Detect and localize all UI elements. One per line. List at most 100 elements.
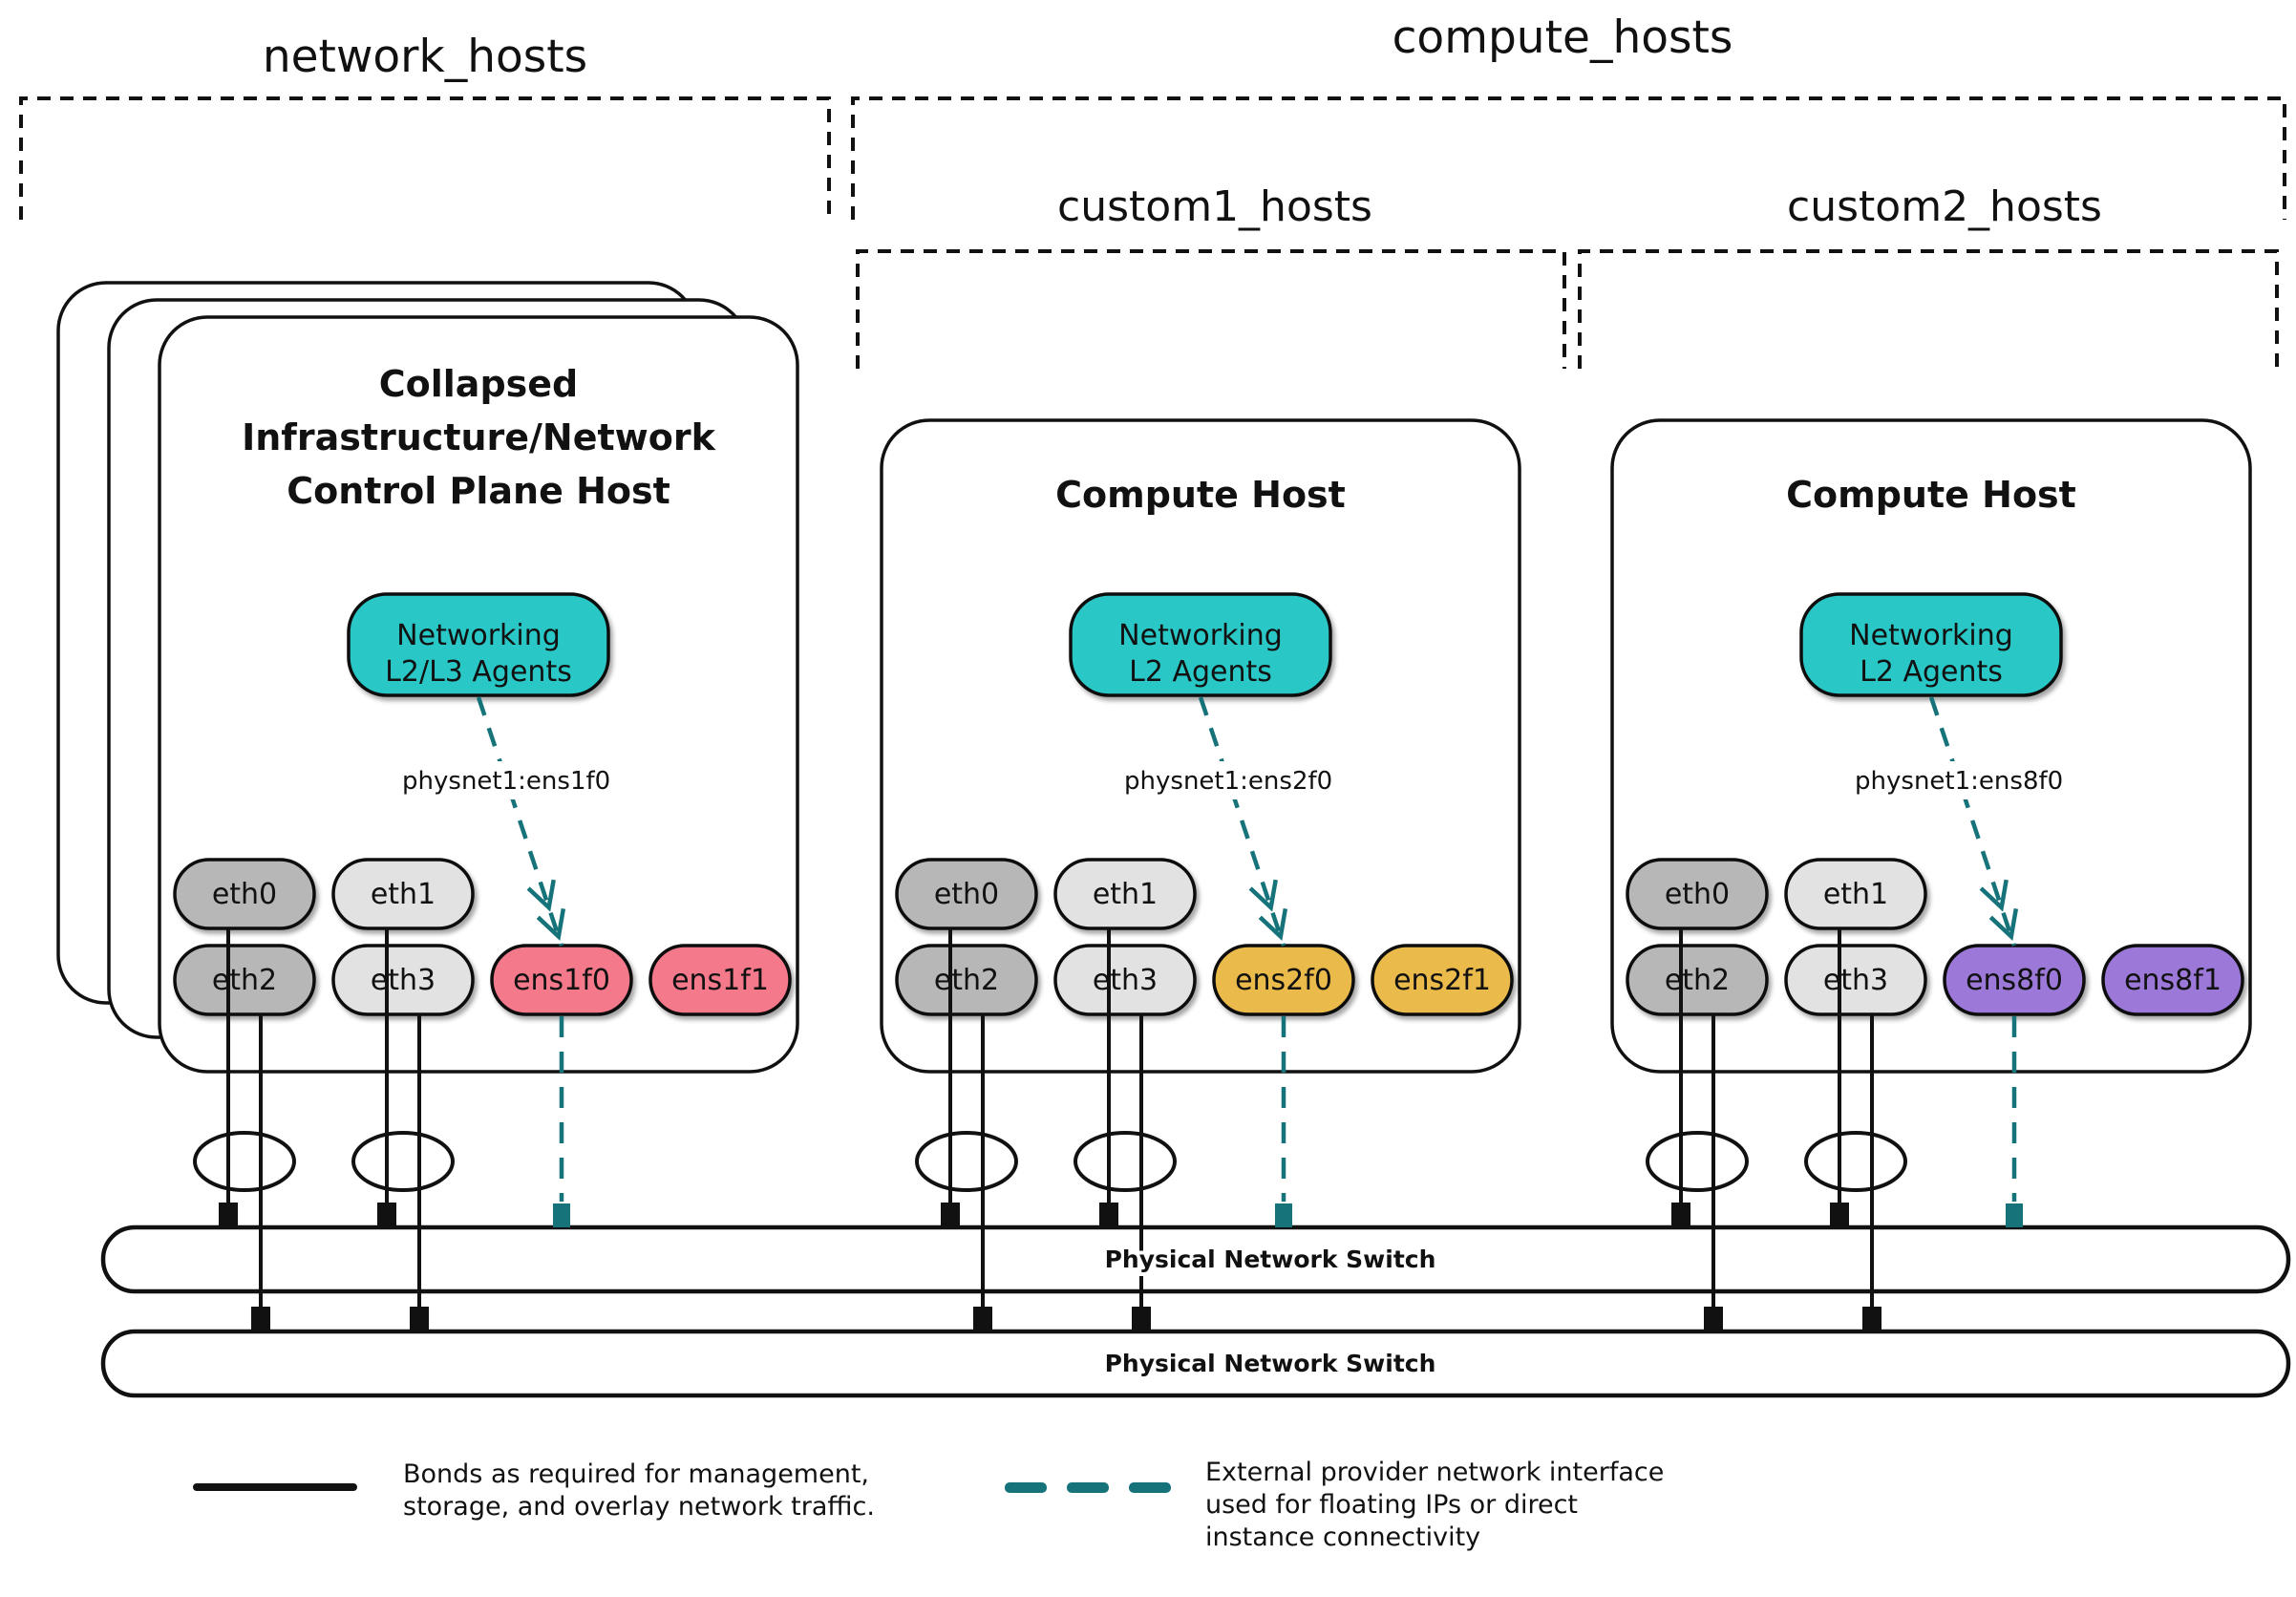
host-title: Compute Host	[1786, 474, 2076, 516]
switch2-connector	[1862, 1307, 1881, 1331]
nic-pill-label: ens8f0	[1966, 964, 2063, 997]
physnet-mapping-label: physnet1:ens1f0	[402, 767, 610, 796]
nic-pill-label: eth2	[1665, 964, 1730, 997]
switch2-connector	[1704, 1307, 1723, 1331]
switch1-connector	[1671, 1203, 1690, 1227]
legend-provider-dash-sample	[1005, 1482, 1047, 1493]
networking-agents-label: L2 Agents	[1129, 655, 1272, 689]
physnet-label-mask	[1842, 761, 2076, 799]
bond-ellipse	[1074, 1131, 1177, 1192]
switch-label: Physical Network Switch	[1105, 1246, 1436, 1273]
provider-arrow-line	[476, 696, 564, 947]
nic-pill-eth3	[1784, 944, 1927, 1016]
provider-arrowhead	[1258, 908, 1288, 942]
networking-agents-label: Networking	[1849, 619, 2013, 652]
provider-arrowhead	[536, 908, 566, 942]
host-title: Compute Host	[1055, 474, 1346, 516]
nic-pill-label: ens1f0	[513, 964, 610, 997]
physnet-label-mask	[390, 761, 624, 799]
group-label: compute_hosts	[1392, 11, 1733, 64]
host-box	[1610, 418, 2252, 1074]
legend-bond-text: storage, and overlay network traffic.	[403, 1492, 875, 1522]
nic-pill-ens1f1	[648, 944, 792, 1016]
nic-pill-eth0	[173, 858, 316, 930]
networking-agents-box	[1799, 592, 2063, 697]
nic-pill-eth2	[895, 944, 1038, 1016]
nic-pill-ens2f1	[1371, 944, 1514, 1016]
nic-pill-ens8f1	[2101, 944, 2244, 1016]
nic-pill-label: eth1	[371, 878, 436, 911]
bond-ellipse	[193, 1131, 296, 1192]
bond-links	[193, 928, 1907, 1331]
nic-pill-label: eth3	[1823, 964, 1888, 997]
nic-pill-label: eth0	[934, 878, 999, 911]
group-label: custom1_hosts	[1057, 182, 1372, 231]
switch1-connector	[1830, 1203, 1849, 1227]
switch1-connector	[1099, 1203, 1118, 1227]
nic-pill-eth2	[173, 944, 316, 1016]
nic-pill-label: eth0	[212, 878, 277, 911]
host-title: Infrastructure/Network	[242, 416, 716, 458]
provider-arrow-line	[1928, 696, 2017, 947]
nic-pill-eth1	[331, 858, 475, 930]
physnet-mapping-label: physnet1:ens2f0	[1124, 767, 1332, 796]
legend-provider-text: instance connectivity	[1205, 1522, 1480, 1552]
bond-ellipse	[915, 1131, 1018, 1192]
legend-provider-dash-sample	[1129, 1482, 1171, 1493]
host-title: Collapsed	[379, 363, 578, 405]
group-label: network_hosts	[263, 31, 587, 83]
legend-bond-line-sample	[193, 1483, 357, 1491]
nic-pill-eth3	[331, 944, 475, 1016]
legend-bond-text: Bonds as required for management,	[403, 1459, 869, 1489]
nic-pill-label: eth1	[1823, 878, 1888, 911]
networking-agents-label: Networking	[1118, 619, 1283, 652]
switch1-connector	[941, 1203, 960, 1227]
nic-pill-eth1	[1053, 858, 1197, 930]
physnet-label-mask	[1112, 761, 1346, 799]
host-title: Control Plane Host	[287, 470, 670, 512]
provider-switch-connector	[2006, 1203, 2023, 1227]
bond-ellipse	[1804, 1131, 1907, 1192]
switch2-connector	[251, 1307, 270, 1331]
switch-bar	[100, 1224, 2291, 1294]
switch-bars	[100, 1224, 2291, 1398]
networking-agents-label: Networking	[396, 619, 561, 652]
group-label: custom2_hosts	[1787, 182, 2102, 231]
nic-pill-label: ens1f1	[671, 964, 769, 997]
nic-pill-eth3	[1053, 944, 1197, 1016]
nic-pill-eth0	[1626, 858, 1769, 930]
nic-pill-label: eth1	[1093, 878, 1158, 911]
bond-ellipse	[1646, 1131, 1749, 1192]
switch1-connector	[377, 1203, 396, 1227]
nic-pill-eth1	[1784, 858, 1927, 930]
bracket-network-hosts	[19, 96, 831, 220]
nic-pill-label: eth2	[212, 964, 277, 997]
networking-agents-box	[347, 592, 610, 697]
switch2-connector	[973, 1307, 992, 1331]
group-brackets: network_hosts compute_hosts custom1_hosts c…	[19, 11, 2286, 369]
switch1-connector	[219, 1203, 238, 1227]
legend-provider-text: External provider network interface	[1205, 1458, 1664, 1487]
switch-label: Physical Network Switch	[1105, 1350, 1436, 1377]
switch2-connector	[1132, 1307, 1151, 1331]
networking-agents-box	[1069, 592, 1332, 697]
nic-pill-eth2	[1626, 944, 1769, 1016]
provider-switch-connector	[1275, 1203, 1292, 1227]
provider-switch-connector	[553, 1203, 570, 1227]
provider-arrowhead	[526, 879, 556, 912]
legend-provider-text: used for floating IPs or direct	[1205, 1490, 1578, 1520]
nic-pill-label: eth3	[371, 964, 436, 997]
provider-arrow-line	[1198, 696, 1286, 947]
nic-pill-label: eth3	[1093, 964, 1158, 997]
switch-bar	[100, 1329, 2291, 1398]
host-box	[880, 418, 1521, 1074]
switch2-connector	[410, 1307, 429, 1331]
